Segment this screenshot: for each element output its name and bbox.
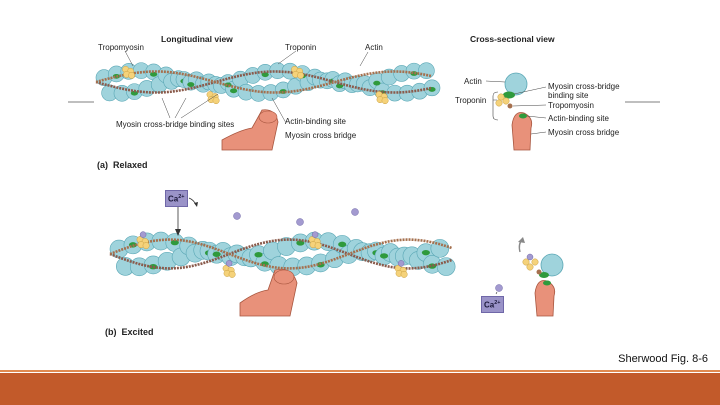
- cross-actin-binding-site: [519, 113, 527, 119]
- label-actin-binding-site: Actin-binding site: [285, 117, 346, 126]
- excited-cross-binding-site: [539, 272, 549, 278]
- cross-troponin-3: [495, 99, 503, 107]
- excited-bound-calcium: [397, 260, 405, 267]
- excited-bound-calcium: [311, 231, 319, 238]
- cross-label-myosin-cross-bridge: Myosin cross bridge: [548, 128, 620, 137]
- cross-tropomyosin: [507, 103, 513, 109]
- relaxed-troponin: [381, 97, 389, 105]
- relaxed-leader-lines: [124, 50, 369, 124]
- relaxed-thin-filament: [95, 62, 441, 105]
- excited-cross-myosin: [534, 280, 556, 317]
- excited-cross-actin: [540, 253, 564, 277]
- excited-actin-bead: [436, 257, 456, 276]
- longitudinal-view-title: Longitudinal view: [161, 34, 233, 44]
- calcium-box-top: Ca2+: [165, 190, 188, 207]
- caption-relaxed-text: Relaxed: [113, 160, 148, 170]
- cross-myosin-cross-bridge: [511, 112, 533, 151]
- cross-label-binding-site-2: binding site: [548, 91, 589, 100]
- calcium-ion-1: [233, 212, 241, 220]
- cross-label-troponin: Troponin: [455, 96, 487, 105]
- calcium-symbol-bottom: Ca: [484, 300, 495, 310]
- relaxed-binding-site: [187, 82, 195, 87]
- excited-binding-site: [254, 251, 263, 258]
- calcium-ion-2: [296, 218, 304, 226]
- cross-binding-site: [503, 91, 515, 99]
- excited-cross-bound-calcium: [526, 253, 534, 261]
- cross-label-binding-site-1: Myosin cross-bridge: [548, 82, 620, 91]
- excited-cross-tropomyosin: [536, 269, 542, 275]
- cross-actin: [504, 72, 528, 96]
- calcium-symbol-top: Ca: [168, 194, 179, 204]
- caption-excited: (b) Excited: [105, 327, 154, 337]
- excited-troponin: [400, 270, 408, 278]
- figure-citation: Sherwood Fig. 8-6: [618, 353, 708, 365]
- excited-calcium-tick: [495, 291, 498, 295]
- cross-label-actin: Actin: [464, 77, 482, 86]
- cross-leader-lines: [485, 80, 547, 135]
- cross-bracket: [492, 91, 499, 121]
- caption-relaxed: (a) Relaxed: [97, 160, 148, 170]
- calcium-ion-3: [351, 208, 359, 216]
- excited-cross-actin-binding-site: [543, 280, 551, 286]
- label-troponin: Troponin: [285, 43, 317, 52]
- cross-label-tropomyosin: Tropomyosin: [548, 101, 594, 110]
- tropomyosin-shift-arrow-head: [518, 237, 525, 243]
- relaxed-binding-site: [373, 80, 381, 86]
- footer-bar: [0, 373, 720, 405]
- relaxed-tropomyosin-strand: [95, 70, 433, 94]
- relaxed-binding-site: [130, 90, 138, 96]
- calcium-charge-top: 2+: [178, 194, 185, 200]
- calcium-release-arrow-head: [194, 202, 198, 207]
- excited-free-calcium: [495, 284, 503, 292]
- excited-binding-site: [170, 239, 179, 246]
- label-actin: Actin: [365, 43, 383, 52]
- excited-bound-calcium: [225, 260, 233, 267]
- relaxed-troponin: [128, 71, 136, 79]
- excited-troponin: [228, 270, 236, 278]
- excited-troponin: [142, 242, 150, 250]
- excited-binding-site: [380, 253, 389, 259]
- caption-excited-letter: (b): [105, 327, 117, 337]
- excited-cross-troponin-3: [531, 258, 539, 266]
- relaxed-myosin-head: [258, 110, 278, 124]
- relaxed-binding-site: [150, 71, 158, 77]
- relaxed-troponin: [297, 71, 305, 79]
- relaxed-binding-site: [230, 88, 238, 94]
- excited-tropomyosin-strand: [109, 238, 453, 270]
- calcium-arrow-head: [175, 229, 181, 236]
- label-tropomyosin: Tropomyosin: [98, 43, 144, 52]
- calcium-box-bottom: Ca2+: [481, 296, 504, 313]
- calcium-charge-bottom: 2+: [494, 300, 501, 306]
- cross-sectional-view-title: Cross-sectional view: [470, 34, 555, 44]
- relaxed-troponin: [212, 97, 220, 105]
- excited-troponin: [314, 242, 322, 250]
- label-myosin-binding-sites: Myosin cross-bridge binding sites: [116, 120, 235, 129]
- excited-binding-site: [421, 249, 430, 256]
- caption-excited-text: Excited: [121, 327, 154, 337]
- excited-myosin-head: [273, 269, 295, 285]
- footer-accent-line: [0, 370, 720, 372]
- relaxed-binding-site: [261, 72, 269, 78]
- label-myosin-cross-bridge: Myosin cross bridge: [285, 131, 357, 140]
- excited-binding-site: [212, 251, 221, 257]
- excited-binding-site: [338, 241, 347, 248]
- caption-relaxed-letter: (a): [97, 160, 108, 170]
- excited-bound-calcium: [139, 231, 147, 238]
- cross-label-actin-binding-site: Actin-binding site: [548, 114, 609, 123]
- relaxed-tropomyosin-strand: [95, 70, 433, 94]
- excited-cross-troponin-1: [522, 258, 530, 266]
- cross-troponin-2: [502, 97, 510, 105]
- excited-cross-troponin-2: [526, 263, 534, 271]
